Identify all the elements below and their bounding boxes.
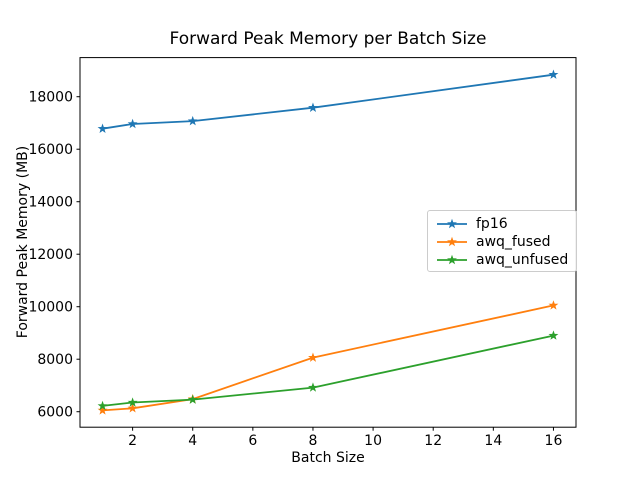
legend-label-awq_fused: awq_fused bbox=[476, 234, 551, 250]
chart-title: Forward Peak Memory per Batch Size bbox=[169, 29, 487, 49]
x-tick-label: 8 bbox=[309, 433, 318, 449]
series-marker-fp16 bbox=[97, 123, 108, 133]
series-marker-fp16 bbox=[308, 102, 318, 112]
y-tick-label: 12000 bbox=[28, 247, 73, 263]
series-marker-awq_unfused bbox=[97, 400, 108, 411]
legend-entry-awq_fused: awq_fused bbox=[435, 233, 568, 251]
y-tick-label: 8000 bbox=[37, 352, 73, 368]
series-marker-awq_fused bbox=[308, 352, 318, 362]
series-marker-fp16 bbox=[548, 69, 559, 79]
legend-label-fp16: fp16 bbox=[476, 216, 508, 232]
x-tick-label: 6 bbox=[248, 433, 257, 449]
legend: fp16 awq_fused awq_unfused bbox=[427, 210, 578, 272]
series-marker-awq_unfused bbox=[127, 397, 138, 407]
legend-marker-awq_fused-icon bbox=[437, 236, 467, 247]
x-axis-label: Batch Size bbox=[291, 450, 365, 466]
y-tick-label: 10000 bbox=[28, 300, 73, 316]
y-tick-label: 6000 bbox=[37, 405, 73, 421]
x-tick-label: 4 bbox=[188, 433, 197, 449]
x-tick-label: 14 bbox=[484, 433, 502, 449]
legend-marker-awq_unfused-icon bbox=[437, 254, 467, 265]
series-marker-awq_unfused bbox=[548, 330, 559, 340]
series-marker-awq_unfused bbox=[187, 394, 198, 404]
x-tick-label: 12 bbox=[424, 433, 442, 449]
series-line-fp16 bbox=[102, 73, 554, 130]
x-tick-label: 16 bbox=[545, 433, 563, 449]
series-line-awq_unfused bbox=[102, 334, 554, 407]
y-tick-label: 18000 bbox=[28, 90, 73, 106]
y-tick-label: 14000 bbox=[28, 195, 73, 211]
legend-entry-fp16: fp16 bbox=[435, 215, 568, 233]
legend-label-awq_unfused: awq_unfused bbox=[476, 252, 569, 268]
series-line-awq_fused bbox=[102, 304, 554, 412]
legend-entry-awq_unfused: awq_unfused bbox=[435, 251, 568, 269]
series-marker-awq_fused bbox=[127, 403, 138, 413]
series-marker-fp16 bbox=[127, 118, 138, 129]
series-marker-fp16 bbox=[187, 115, 198, 126]
y-tick-label: 16000 bbox=[28, 142, 73, 158]
series-marker-awq_fused bbox=[97, 405, 108, 415]
legend-marker-fp16-icon bbox=[437, 218, 467, 229]
x-tick-label: 10 bbox=[364, 433, 382, 449]
x-tick-label: 2 bbox=[128, 433, 137, 449]
series-marker-awq_unfused bbox=[308, 382, 318, 392]
series-marker-awq_fused bbox=[548, 300, 559, 310]
